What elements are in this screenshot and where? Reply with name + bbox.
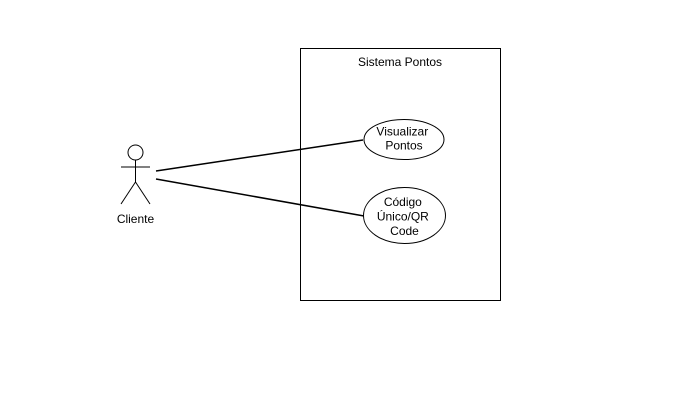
system-boundary[interactable]: Sistema Pontos [300, 48, 501, 301]
use-case-label: Código Único/QR Code [377, 195, 432, 238]
system-boundary-box [300, 48, 501, 301]
actor-left-leg [120, 181, 136, 205]
use-case-ellipse [363, 187, 446, 244]
system-title: Sistema Pontos [358, 55, 442, 69]
actor-head [127, 144, 144, 161]
use-case-label: Visualizar Pontos [376, 125, 431, 153]
association-codigo-unico[interactable] [155, 178, 365, 217]
use-case-label-line: Visualizar [376, 125, 428, 139]
use-case-label-line: Code [390, 224, 419, 238]
use-case-ellipse [363, 119, 445, 160]
use-case-label-line: Pontos [385, 139, 422, 153]
use-case-label-line: Código [384, 195, 422, 209]
actor-right-leg [135, 181, 151, 205]
use-case-codigo-unico-qr-code[interactable]: Código Único/QR Code [363, 187, 446, 244]
actor-cliente[interactable]: Cliente [117, 144, 155, 226]
actor-label: Cliente [117, 212, 155, 226]
association-visualizar-pontos[interactable] [155, 139, 364, 172]
use-case-visualizar-pontos[interactable]: Visualizar Pontos [363, 119, 445, 160]
use-case-label-line: Único/QR [377, 209, 429, 224]
